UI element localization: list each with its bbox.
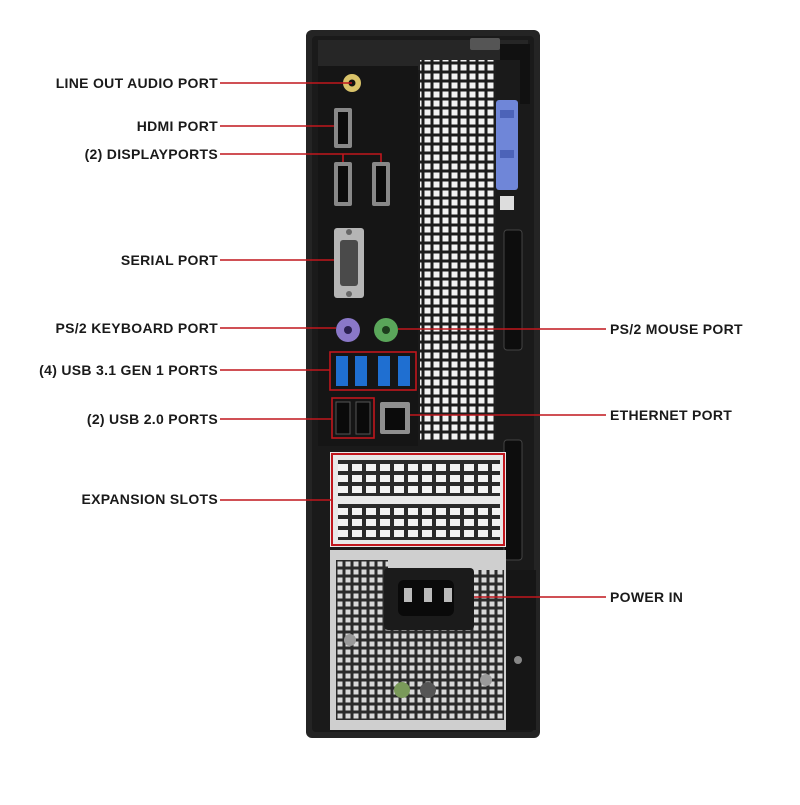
label-line-out-audio-port: LINE OUT AUDIO PORT (55, 75, 218, 91)
label-power-in: POWER IN (610, 589, 684, 605)
label-serial-port: SERIAL PORT (120, 252, 218, 268)
leader-displayports (220, 153, 382, 162)
usb31-highlight (329, 351, 417, 391)
serial-port (334, 228, 364, 298)
label-ps2-keyboard-port: PS/2 KEYBOARD PORT (55, 320, 218, 336)
expansion-slots (330, 452, 506, 547)
ps2-keyboard-port (336, 318, 360, 342)
upper-vent-grille (420, 60, 496, 440)
usb20-highlight (331, 397, 375, 439)
label-ps2-mouse-port: PS/2 MOUSE PORT (610, 321, 743, 337)
label-displayports: (2) DISPLAYPORTS (84, 146, 218, 162)
label-ethernet-port: ETHERNET PORT (610, 407, 733, 423)
side-slot (503, 439, 523, 561)
ps2-mouse-port (374, 318, 398, 342)
leader-lines (220, 82, 606, 598)
io-panel (318, 66, 418, 446)
ethernet-port (380, 402, 410, 434)
usb31-ports (336, 356, 410, 386)
displayport-2 (372, 162, 390, 206)
label-expansion-slots: EXPANSION SLOTS (81, 491, 218, 507)
power-supply (330, 550, 506, 730)
chassis-latch (496, 100, 518, 210)
displayport-1 (334, 162, 352, 206)
lower-right-panel (506, 570, 536, 730)
label-hdmi-port: HDMI PORT (136, 118, 218, 134)
hdmi-port (334, 108, 352, 148)
usb20-ports (335, 401, 371, 435)
label-usb31-ports: (4) USB 3.1 GEN 1 PORTS (39, 362, 218, 378)
label-usb20-ports: (2) USB 2.0 PORTS (86, 411, 218, 427)
side-slot (503, 229, 523, 351)
